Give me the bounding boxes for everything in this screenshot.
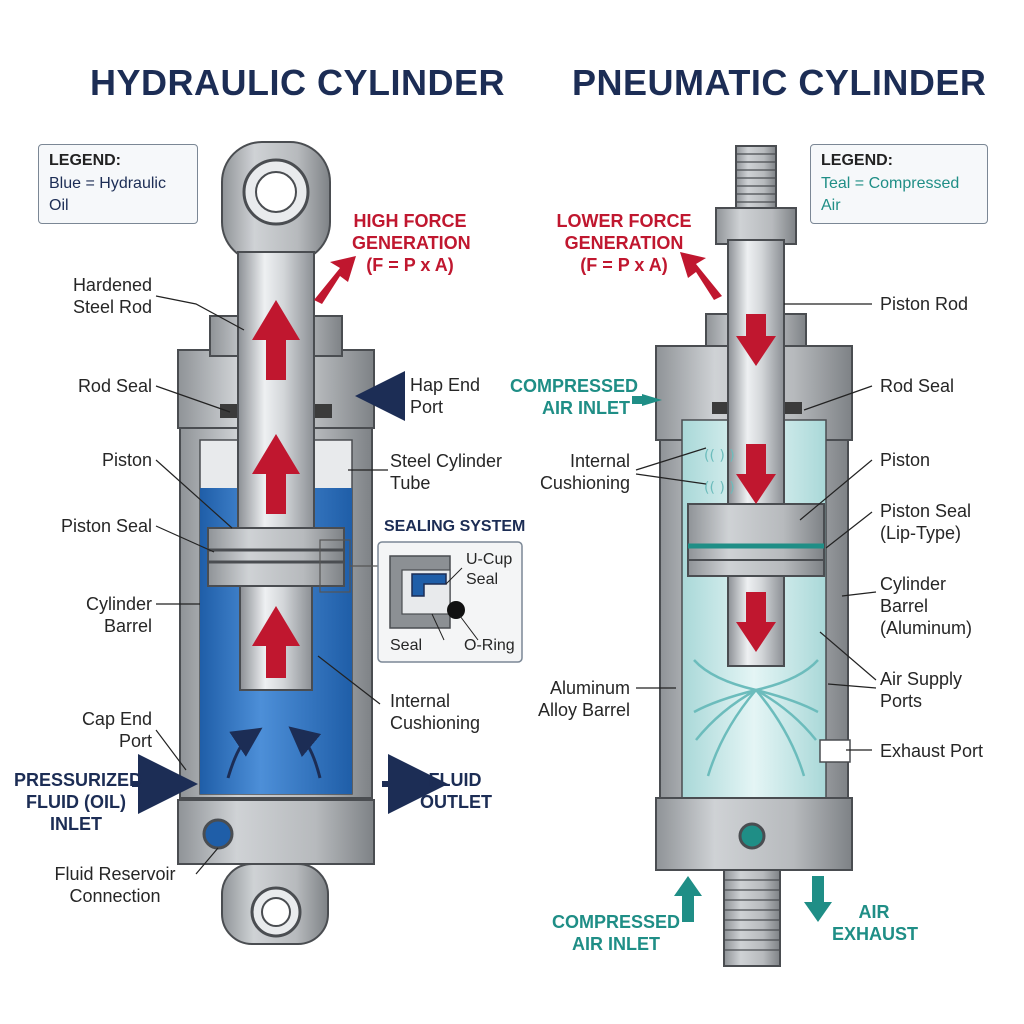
label-pn-cushion-2: Cushioning (539, 473, 630, 493)
label-head-end-port-2: Port (410, 397, 444, 417)
sealing-ucup-1: U-Cup (466, 551, 513, 568)
label-pn-piston-seal-1: Piston Seal (880, 501, 972, 521)
label-air-exhaust-2: EXHAUST (832, 924, 919, 944)
hydraulic-legend: LEGEND: Blue = Hydraulic Oil (38, 144, 198, 224)
label-steel-tube-1: Steel Cylinder (390, 451, 503, 471)
label-air-inlet-top-1: COMPRESSED (510, 376, 639, 396)
label-pressurized-inlet-3: INLET (50, 814, 102, 834)
label-pn-barrel-3: (Aluminum) (880, 618, 973, 638)
label-fluid-outlet-2: OUTLET (420, 792, 492, 812)
sealing-seal: Seal (390, 637, 423, 654)
label-piston: Piston (101, 450, 152, 470)
hydraulic-title: HYDRAULIC CYLINDER (90, 62, 506, 103)
label-exhaust-port: Exhaust Port (880, 741, 984, 761)
pneumatic-legend: LEGEND: Teal = Compressed Air (810, 144, 988, 224)
label-alu-barrel-1: Aluminum (549, 678, 630, 698)
label-air-inlet-top-2: AIR INLET (542, 398, 630, 418)
label-piston-rod: Piston Rod (880, 294, 969, 314)
label-air-inlet-bottom-1: COMPRESSED (551, 912, 681, 932)
high-force-line2: GENERATION (352, 233, 471, 253)
label-pressurized-inlet-2: FLUID (OIL) (26, 792, 126, 812)
label-pn-rod-seal: Rod Seal (880, 376, 955, 396)
hydraulic-rod-eye (221, 141, 331, 263)
pneumatic-leader-lines (635, 303, 877, 751)
oil-flow-right (288, 726, 322, 779)
label-hyd-cushion-1: Internal (390, 691, 451, 711)
label-cylinder-barrel-2: Barrel (103, 616, 152, 636)
hydraulic-legend-title: LEGEND: (49, 152, 121, 169)
hydraulic-legend-value: Blue = Hydraulic Oil (49, 175, 166, 214)
label-pn-piston: Piston (880, 450, 931, 470)
label-fluid-outlet-1: FLUID (428, 770, 482, 790)
pneumatic-thread-top (715, 145, 797, 245)
label-air-supply-1: Air Supply (880, 669, 963, 689)
high-force-line3: (F = P x A) (366, 255, 454, 275)
label-cap-end-2: Port (118, 731, 152, 751)
hydraulic-cap-end (177, 799, 375, 945)
high-force-line1: HIGH FORCE (353, 211, 467, 231)
pneumatic-legend-title: LEGEND: (821, 152, 893, 169)
label-air-exhaust-1: AIR (858, 902, 890, 922)
cushion-mark-bottom: (( ) ) (704, 480, 735, 496)
label-hardened-rod-1: Hardened (72, 275, 152, 295)
sealing-system-inset (319, 539, 523, 663)
label-hardened-rod-2: Steel Rod (72, 297, 152, 317)
label-air-inlet-bottom-2: AIR INLET (572, 934, 660, 954)
label-pn-barrel-1: Cylinder (880, 574, 947, 594)
label-alu-barrel-2: Alloy Barrel (537, 700, 630, 720)
label-steel-tube-2: Tube (390, 473, 431, 493)
label-pn-barrel-2: Barrel (880, 596, 929, 616)
label-head-end-port-1: Hap End (410, 375, 481, 395)
pneumatic-piston (687, 503, 825, 577)
hydraulic-piston (207, 527, 345, 587)
hydraulic-force-arrows (252, 256, 356, 678)
lower-force-line3: (F = P x A) (580, 255, 668, 275)
label-hyd-cushion-2: Cushioning (390, 713, 481, 733)
hydraulic-leader-lines (155, 295, 388, 875)
cushion-mark-top: (( ) ) (704, 448, 735, 464)
pneumatic-cap-end (655, 797, 853, 967)
air-port-arrows (632, 394, 832, 922)
label-cylinder-barrel-1: Cylinder (85, 594, 152, 614)
label-piston-seal: Piston Seal (60, 516, 152, 536)
lower-force-line2: GENERATION (564, 233, 684, 253)
pneumatic-legend-value: Teal = Compressed Air (821, 175, 960, 214)
sealing-oring: O-Ring (464, 637, 515, 654)
sealing-ucup-2: Seal (466, 571, 499, 588)
pneumatic-title: PNEUMATIC CYLINDER (572, 62, 987, 103)
label-reservoir-2: Connection (69, 886, 161, 906)
lower-force-line1: LOWER FORCE (556, 211, 692, 231)
pneumatic-force-arrows (680, 252, 776, 652)
sealing-system-title: SEALING SYSTEM (384, 518, 526, 535)
label-pn-piston-seal-2: (Lip-Type) (880, 523, 962, 543)
label-rod-seal: Rod Seal (77, 376, 152, 396)
air-flow-lines (693, 659, 819, 777)
label-reservoir-1: Fluid Reservoir (54, 864, 176, 884)
label-cap-end-1: Cap End (81, 709, 152, 729)
label-pressurized-inlet-1: PRESSURIZED (14, 770, 143, 790)
label-pn-cushion-1: Internal (569, 451, 630, 471)
label-air-supply-2: Ports (880, 691, 923, 711)
oil-flow-left (226, 727, 263, 779)
